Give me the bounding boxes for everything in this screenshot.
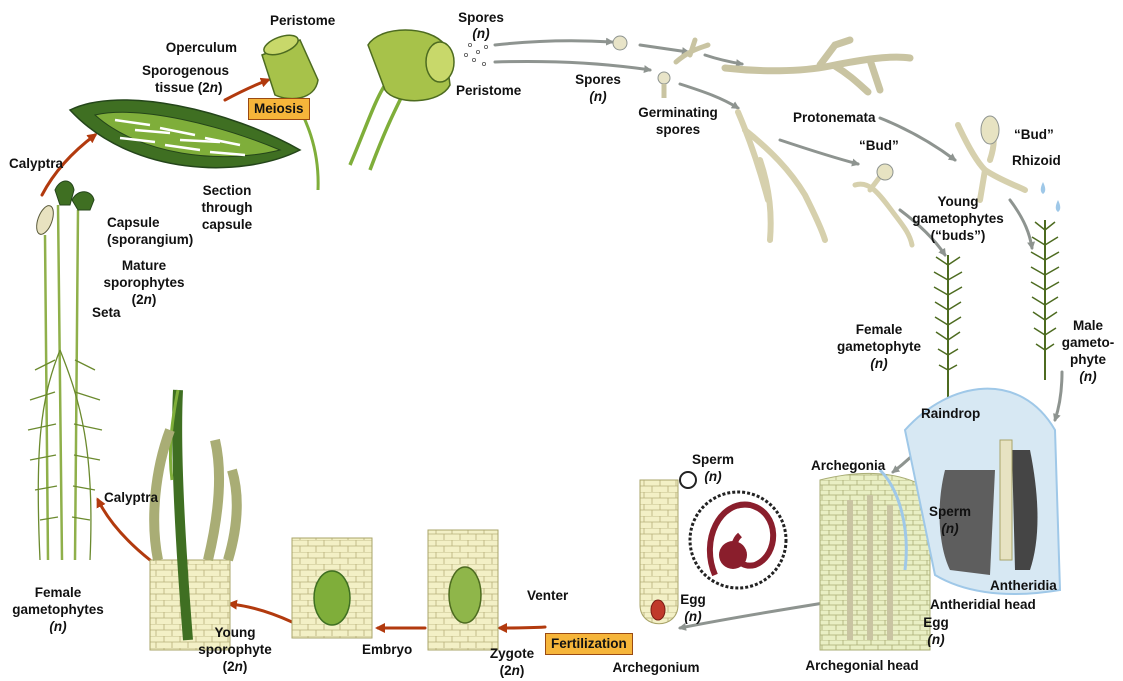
bud-middle xyxy=(855,164,912,245)
venter-label: Venter xyxy=(527,588,568,604)
young-sporophyte-label-3: (2n) xyxy=(223,659,248,675)
sperm-top-label-1: Sperm xyxy=(692,452,734,468)
young-sporophyte xyxy=(150,390,237,650)
sporogenous-label-2: tissue (2n) xyxy=(155,80,223,96)
female-gametophyte-shoot xyxy=(934,255,962,405)
mature-label-1: Mature xyxy=(122,258,166,274)
arrow-to-male-gametophyte xyxy=(1010,200,1032,248)
seta-label: Seta xyxy=(92,305,121,321)
sperm-right-label-2: (n) xyxy=(941,521,958,537)
female-gametophytes-label-1: Female xyxy=(35,585,82,601)
sperm-magnified xyxy=(680,472,786,588)
germinating-spores-branched xyxy=(738,112,825,240)
raindrop-label: Raindrop xyxy=(921,406,980,422)
peristome-right-label: Peristome xyxy=(456,83,521,99)
spores-mid-label-1: Spores xyxy=(575,72,621,88)
female-gametophytes-label-2: gametophytes xyxy=(12,602,104,618)
arrow-male-to-antheridia xyxy=(1055,372,1062,420)
spores-mid-label-2: (n) xyxy=(589,89,606,105)
section-label-2: through xyxy=(202,200,253,216)
zygote-label-2: (2n) xyxy=(500,663,525,679)
egg-right-label-1: Egg xyxy=(923,615,949,631)
zygote-label-1: Zygote xyxy=(490,646,534,662)
embryo-label: Embryo xyxy=(362,642,412,658)
protonemata-filament xyxy=(725,40,910,92)
young-gametophytes-label-1: Young xyxy=(938,194,979,210)
mature-label-2: sporophytes xyxy=(103,275,184,291)
meiosis-box: Meiosis xyxy=(248,98,310,120)
female-gametophyte-label-2: gametophyte xyxy=(837,339,921,355)
arrow-embryo-to-young-sporophyte xyxy=(230,604,292,622)
archegonium-drawing xyxy=(640,480,678,624)
germinating-spore xyxy=(658,72,670,98)
germinating-label-2: spores xyxy=(656,122,700,138)
fertilization-box: Fertilization xyxy=(545,633,633,655)
archegonium-label: Archegonium xyxy=(612,660,699,676)
female-gametophyte-label-3: (n) xyxy=(870,356,887,372)
spores-top-label-2: (n) xyxy=(472,26,489,42)
arrow-to-bud-mid xyxy=(780,140,858,164)
arrow-fertilization-to-zygote xyxy=(500,627,545,628)
sperm-top-label-2: (n) xyxy=(704,469,721,485)
young-sporophyte-label-1: Young xyxy=(215,625,256,641)
peristome-top-label: Peristome xyxy=(270,13,335,29)
egg-mid-label-2: (n) xyxy=(684,609,701,625)
male-gametophyte-label-4: (n) xyxy=(1079,369,1096,385)
spores-top-label-1: Spores xyxy=(458,10,504,26)
male-gametophyte-shoot xyxy=(1031,220,1059,380)
protonemata-label: Protonemata xyxy=(793,110,876,126)
spore-single xyxy=(613,36,627,50)
archegonial-head-label: Archegonial head xyxy=(805,658,918,674)
capsule-label-2: (sporangium) xyxy=(107,232,193,248)
arrow-spores-to-germinating-2 xyxy=(495,61,650,70)
section-label-1: Section xyxy=(203,183,252,199)
section-label-3: capsule xyxy=(202,217,252,233)
male-gametophyte-label-2: gameto- xyxy=(1062,335,1115,351)
water-drops xyxy=(1041,182,1061,212)
spore-dots xyxy=(464,43,487,65)
young-gametophytes-label-3: (“buds”) xyxy=(931,228,986,244)
mature-sporophytes xyxy=(28,181,102,560)
archegonia-label: Archegonia xyxy=(811,458,885,474)
arrow-section-to-peristome xyxy=(225,80,268,100)
male-gametophyte-label-1: Male xyxy=(1073,318,1103,334)
egg-right-label-2: (n) xyxy=(927,632,944,648)
arrow-germinating-to-protonema xyxy=(640,45,688,52)
female-gametophyte-label-1: Female xyxy=(856,322,903,338)
arrow-young-to-mature xyxy=(98,500,150,560)
archegonial-head xyxy=(820,470,930,650)
arrow-protonema-grow xyxy=(705,55,742,64)
sperm-right-label-1: Sperm xyxy=(929,504,971,520)
arrow-spores-to-germinating xyxy=(495,41,612,45)
operculum-label: Operculum xyxy=(166,40,237,56)
young-gametophytes-label-2: gametophytes xyxy=(912,211,1004,227)
germinating-label-1: Germinating xyxy=(638,105,718,121)
calyptra-low-label: Calyptra xyxy=(104,490,158,506)
mature-label-3: (2n) xyxy=(132,292,157,308)
calyptra-top-label: Calyptra xyxy=(9,156,63,172)
embryo-tissue xyxy=(292,538,372,638)
male-gametophyte-label-3: phyte xyxy=(1070,352,1106,368)
rhizoid-label: Rhizoid xyxy=(1012,153,1061,169)
antheridial-head-label: Antheridial head xyxy=(930,597,1036,613)
zygote-tissue xyxy=(428,530,498,650)
female-gametophytes-label-3: (n) xyxy=(49,619,66,635)
young-sporophyte-label-2: sporophyte xyxy=(198,642,272,658)
antheridia-label: Antheridia xyxy=(990,578,1057,594)
bud-right-label: “Bud” xyxy=(1014,127,1054,143)
bud-mid-label: “Bud” xyxy=(859,138,899,154)
egg-mid-label-1: Egg xyxy=(680,592,706,608)
sporogenous-label-1: Sporogenous xyxy=(142,63,229,79)
capsule-label-1: Capsule xyxy=(107,215,160,231)
